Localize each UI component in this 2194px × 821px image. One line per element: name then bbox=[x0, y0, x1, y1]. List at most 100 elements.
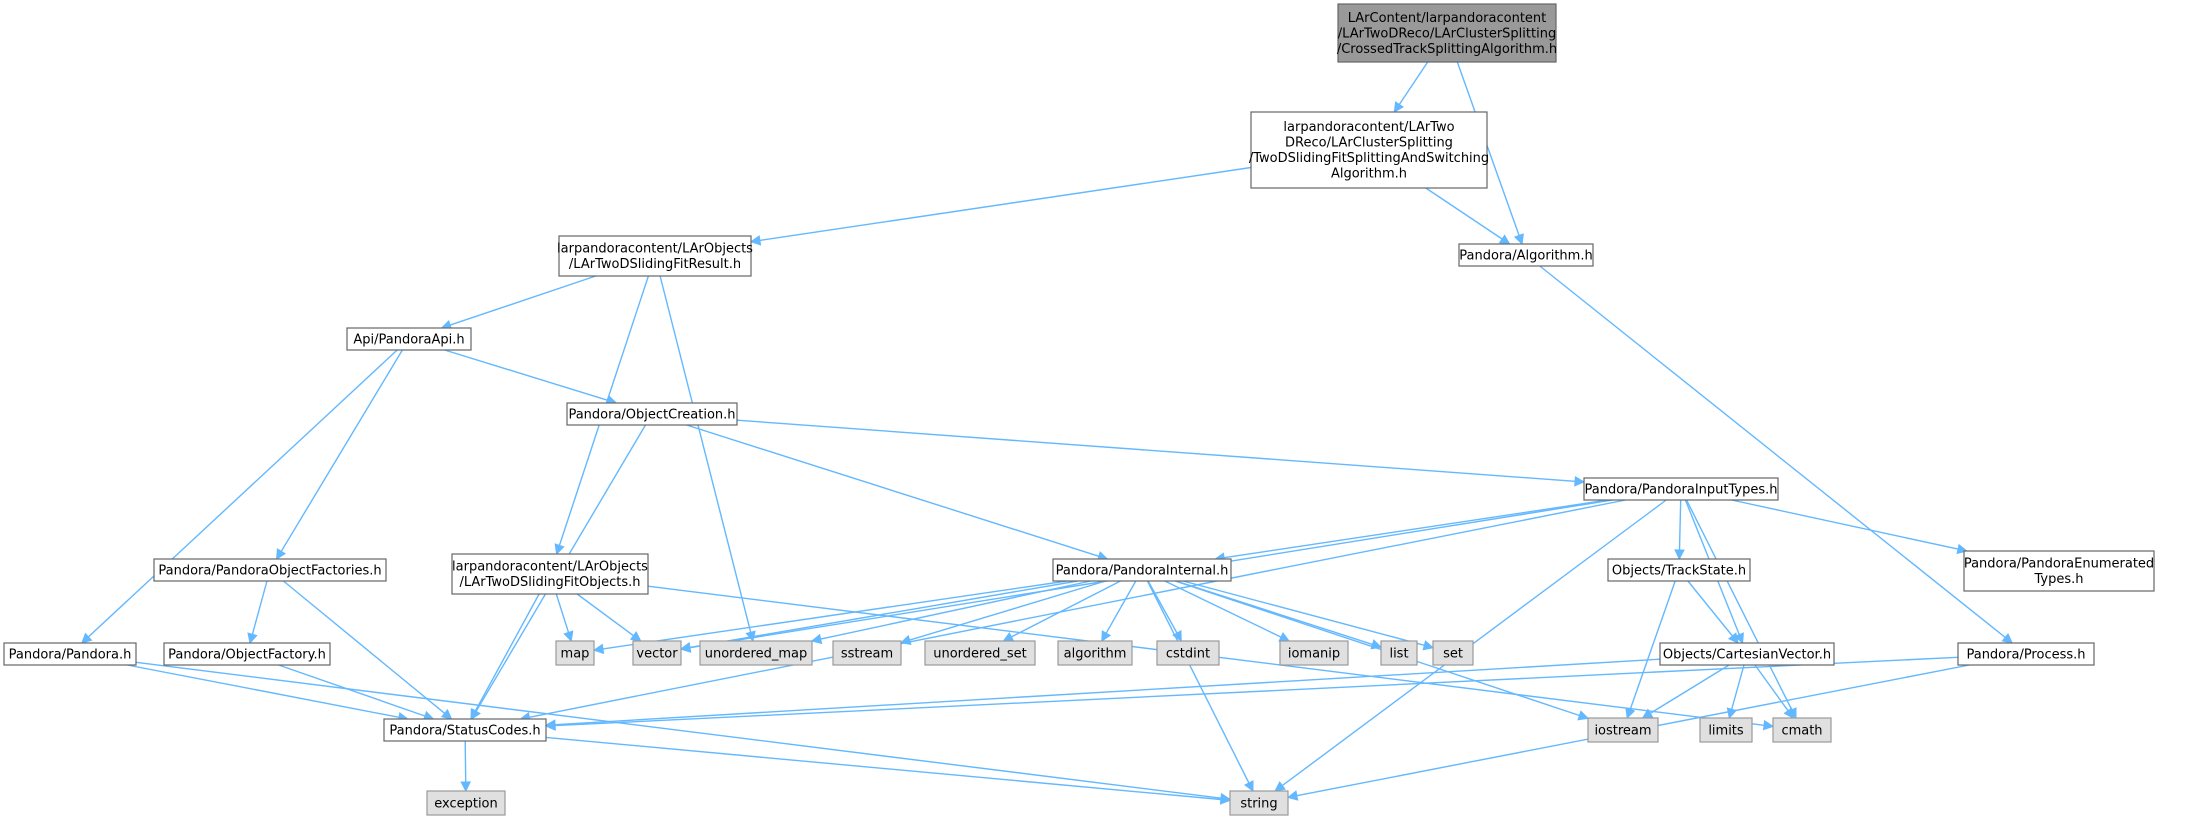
node-track-state[interactable]: Objects/TrackState.h bbox=[1607, 558, 1751, 582]
node-fit-objects[interactable]: larpandoracontent/LArObjects/LArTwoDSlid… bbox=[451, 553, 649, 595]
node-input-types[interactable]: Pandora/PandoraInputTypes.h bbox=[1583, 477, 1779, 501]
node-box bbox=[426, 790, 506, 816]
edge-line bbox=[464, 740, 467, 783]
edge-line bbox=[1754, 664, 1789, 712]
node-box bbox=[1279, 640, 1349, 666]
node-pandora-api[interactable]: Api/PandoraApi.h bbox=[346, 327, 472, 351]
node-label-line: Objects/TrackState.h bbox=[1612, 563, 1746, 578]
node-label-line: Pandora/StatusCodes.h bbox=[389, 723, 540, 738]
node-box bbox=[346, 327, 472, 351]
node-root[interactable]: LArContent/larpandoracontent/LArTwoDReco… bbox=[1337, 3, 1557, 63]
node-pandora-internal[interactable]: Pandora/PandoraInternal.h bbox=[1052, 558, 1232, 582]
node-label-line: Pandora/ObjectCreation.h bbox=[568, 407, 735, 422]
edge-track-state-to-cartesian bbox=[1687, 580, 1739, 644]
node-label-line: Pandora/PandoraInternal.h bbox=[1056, 563, 1229, 578]
edge-line bbox=[1687, 580, 1733, 637]
edge-fit-result-to-pandora-api bbox=[440, 275, 596, 331]
node-algorithm[interactable]: Pandora/Algorithm.h bbox=[1458, 243, 1594, 267]
edge-two-dswitch-to-fit-result bbox=[749, 166, 1252, 246]
node-two-dswitch[interactable]: larpandoracontent/LArTwoDReco/LArCluster… bbox=[1249, 111, 1489, 189]
edge-line bbox=[87, 349, 398, 638]
edge-object-factories-to-status-codes bbox=[282, 580, 453, 720]
node-label-line: limits bbox=[1708, 723, 1744, 738]
edge-line bbox=[127, 664, 400, 718]
node-box bbox=[1250, 111, 1488, 189]
edge-pandora-internal-to-map bbox=[592, 580, 1068, 655]
node-exception: exception bbox=[426, 790, 506, 816]
edge-arrowhead bbox=[470, 708, 481, 720]
edge-line bbox=[444, 349, 609, 401]
node-box bbox=[924, 640, 1036, 666]
node-layer: LArContent/larpandoracontent/LArTwoDReco… bbox=[3, 3, 2155, 816]
node-pandora[interactable]: Pandora/Pandora.h bbox=[3, 642, 137, 666]
edge-line bbox=[278, 664, 426, 717]
edge-arrowhead bbox=[1734, 632, 1744, 645]
edge-pandora-internal-to-string bbox=[1146, 580, 1254, 792]
node-box bbox=[163, 642, 331, 666]
node-string: string bbox=[1229, 790, 1289, 816]
node-label-line: vector bbox=[636, 646, 678, 661]
node-label-line: DReco/LArClusterSplitting bbox=[1285, 136, 1453, 151]
edge-pandora-internal-to-unordered-map bbox=[810, 580, 1091, 645]
edge-pandora-internal-to-vector bbox=[679, 580, 1078, 653]
edge-line bbox=[909, 580, 1106, 641]
node-status-codes[interactable]: Pandora/StatusCodes.h bbox=[383, 718, 547, 742]
node-label-line: unordered_set bbox=[933, 646, 1026, 661]
edge-line bbox=[282, 580, 446, 714]
edge-arrowhead bbox=[592, 643, 605, 655]
edge-line bbox=[736, 419, 1576, 482]
edge-line bbox=[1456, 61, 1520, 236]
node-label-line: larpandoracontent/LArObjects bbox=[452, 560, 648, 575]
node-label-line: iostream bbox=[1594, 723, 1651, 738]
node-label-line: map bbox=[561, 646, 590, 661]
node-algorithm-std: algorithm bbox=[1057, 640, 1133, 666]
node-unordered-set: unordered_set bbox=[924, 640, 1036, 666]
node-label-line: Algorithm.h bbox=[1331, 167, 1407, 182]
edge-arrowhead bbox=[1002, 631, 1015, 642]
node-fit-result[interactable]: larpandoracontent/LArObjects/LArTwoDSlid… bbox=[557, 235, 753, 277]
edge-root-to-algorithm bbox=[1456, 61, 1524, 246]
node-cstdint: cstdint bbox=[1156, 640, 1220, 666]
edge-pandora-api-to-pandora bbox=[80, 349, 398, 644]
edge-arrowhead bbox=[810, 633, 823, 645]
node-box bbox=[1963, 550, 2155, 592]
edge-arrowhead bbox=[1783, 707, 1794, 719]
node-cartesian[interactable]: Objects/CartesianVector.h bbox=[1659, 642, 1835, 666]
edge-line bbox=[1678, 499, 1682, 551]
edge-arrowhead bbox=[1393, 101, 1405, 113]
edge-pandora-to-string bbox=[135, 661, 1232, 804]
edge-line bbox=[135, 661, 1222, 799]
node-label-line: iomanip bbox=[1288, 646, 1340, 661]
node-box bbox=[383, 718, 547, 742]
node-object-factories[interactable]: Pandora/PandoraObjectFactories.h bbox=[153, 558, 387, 582]
node-label-line: Pandora/ObjectFactory.h bbox=[168, 647, 326, 662]
edge-arrowhead bbox=[1498, 234, 1511, 245]
edge-arrowhead bbox=[1172, 630, 1182, 642]
node-process[interactable]: Pandora/Process.h bbox=[1957, 642, 2095, 666]
node-label-line: Pandora/Pandora.h bbox=[9, 647, 132, 662]
edge-line bbox=[1731, 499, 1959, 550]
edge-line bbox=[1223, 499, 1608, 559]
edge-line bbox=[1649, 664, 1730, 714]
edge-arrowhead bbox=[1577, 710, 1590, 721]
node-object-factory[interactable]: Pandora/ObjectFactory.h bbox=[163, 642, 331, 666]
node-object-creation[interactable]: Pandora/ObjectCreation.h bbox=[566, 402, 738, 426]
edge-pandora-api-to-object-creation bbox=[444, 349, 618, 406]
node-box bbox=[1699, 717, 1753, 743]
node-label-line: string bbox=[1240, 796, 1277, 811]
node-box bbox=[555, 640, 595, 666]
edge-process-to-status-codes bbox=[544, 656, 1959, 731]
edge-object-factories-to-object-factory bbox=[247, 580, 268, 645]
edge-pandora-internal-to-algorithm-std bbox=[1101, 580, 1137, 642]
edge-line bbox=[1164, 580, 1282, 638]
node-box bbox=[558, 235, 752, 277]
node-list: list bbox=[1380, 640, 1418, 666]
edge-input-types-to-status-codes bbox=[519, 499, 1626, 723]
edge-object-creation-to-input-types bbox=[736, 419, 1586, 487]
edge-line bbox=[1105, 580, 1137, 634]
edge-algorithm-to-process bbox=[1539, 265, 2014, 644]
node-label-line: algorithm bbox=[1064, 646, 1127, 661]
edge-arrowhead bbox=[276, 548, 287, 560]
edge-arrowhead bbox=[1762, 719, 1775, 731]
